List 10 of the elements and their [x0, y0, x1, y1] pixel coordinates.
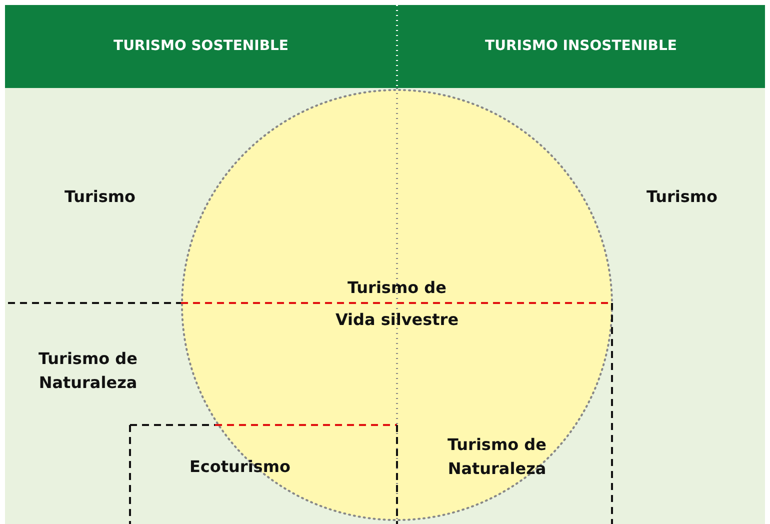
header-band — [397, 5, 765, 88]
region-label: Turismo de Vida silvestre — [334, 277, 460, 331]
header-band — [5, 5, 397, 88]
region-label: Ecoturismo — [188, 456, 292, 478]
column-heading: TURISMO SOSTENIBLE — [112, 37, 290, 56]
region-label: Turismo — [63, 186, 137, 208]
column-heading: TURISMO INSOSTENIBLE — [484, 37, 678, 56]
region-label: Turismo — [645, 186, 719, 208]
region-label: Turismo de Naturaleza — [38, 348, 138, 394]
region-label: Turismo de Naturaleza — [446, 434, 548, 480]
